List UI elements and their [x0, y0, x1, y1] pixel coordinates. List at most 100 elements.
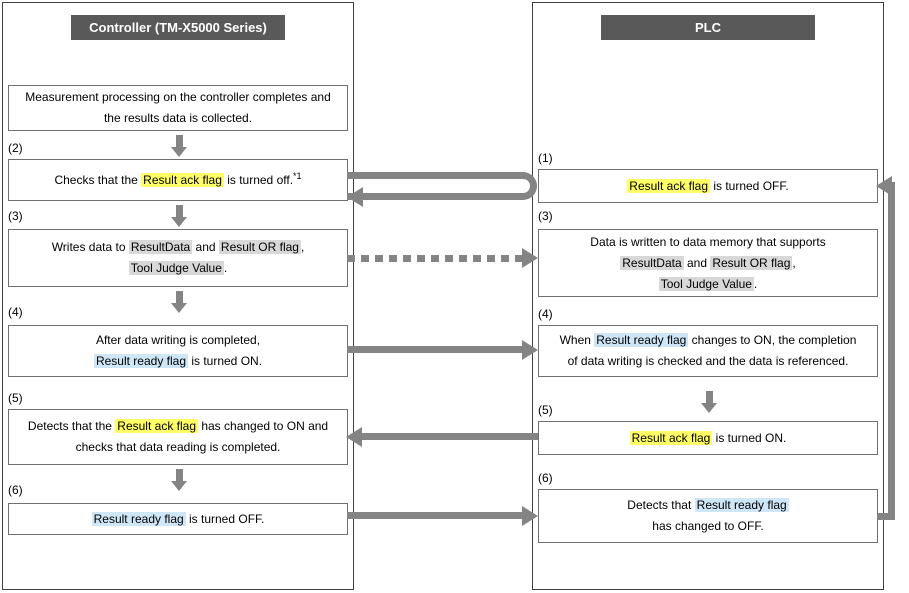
step-label-plc-6: (6) — [538, 471, 553, 485]
highlighted-term: ResultData — [620, 255, 684, 270]
ready-on-arrow-line — [347, 346, 523, 353]
text-segment: is turned OFF. — [185, 511, 265, 526]
text-segment: is turned off. — [223, 172, 294, 187]
down-arrow-head — [171, 217, 187, 227]
text-segment: . — [223, 261, 228, 275]
box-ready-off: Result ready flag is turned OFF. — [8, 503, 348, 535]
step-label-controller-5: (5) — [8, 391, 23, 405]
box-check-ack-off-text: Checks that the Result ack flag is turne… — [54, 170, 302, 191]
plc-panel: PLC (1) Result ack flag is turned OFF. (… — [532, 2, 884, 590]
down-arrow — [171, 205, 188, 227]
box-check-ack-off: Checks that the Result ack flag is turne… — [8, 159, 348, 201]
down-arrow-stem — [176, 469, 183, 481]
plc-loop-line-bottom — [877, 513, 895, 520]
box-measurement-text: Measurement processing on the controller… — [25, 87, 331, 129]
poll-loop-arrowhead — [347, 187, 363, 207]
text-segment: changes to ON, the completion — [688, 333, 857, 347]
step-label-controller-3: (3) — [8, 209, 23, 223]
text-segment: has changed to OFF. — [652, 519, 764, 533]
highlighted-term: Result ready flag — [93, 354, 188, 368]
ready-off-arrow-line — [347, 512, 523, 519]
box-measurement: Measurement processing on the controller… — [8, 85, 348, 131]
step-label-controller-6: (6) — [8, 483, 23, 497]
box-check-ready-on-text: When Result ready flag changes to ON, th… — [559, 330, 857, 372]
box-ack-off-text: Result ack flag is turned OFF. — [627, 176, 789, 197]
text-segment: , — [300, 240, 305, 254]
down-arrow-stem — [706, 391, 713, 403]
highlighted-term: Result ack flag — [629, 430, 713, 445]
text-segment: . — [753, 276, 758, 291]
box-ready-off-text: Result ready flag is turned OFF. — [91, 509, 265, 530]
box-detect-ready-off-text: Detects that Result ready flag has change… — [627, 495, 789, 537]
step-label-plc-4: (4) — [538, 307, 553, 321]
controller-panel: Controller (TM-X5000 Series) Measurement… — [2, 2, 354, 590]
text-segment: has changed to ON and — [198, 419, 329, 433]
plc-loop-arrowhead — [876, 176, 892, 196]
text-segment: of data writing is checked and the data … — [567, 354, 849, 368]
text-segment: Measurement processing on the controller… — [25, 90, 331, 104]
poll-loop-arrow — [347, 172, 537, 200]
data-write-arrowhead — [522, 248, 538, 268]
plc-header: PLC — [601, 15, 815, 40]
box-detect-ack-on: Detects that the Result ack flag has cha… — [8, 409, 348, 465]
highlighted-term: Result ready flag — [91, 511, 186, 526]
highlighted-term: ResultData — [128, 240, 193, 254]
step-label-plc-1: (1) — [538, 151, 553, 165]
highlighted-term: Result ready flag — [694, 498, 789, 512]
down-arrow-head — [171, 147, 187, 157]
highlighted-term: Tool Judge Value — [658, 276, 754, 291]
highlighted-term: Result ack flag — [627, 178, 710, 193]
step-label-plc-3: (3) — [538, 209, 553, 223]
box-check-ready-on: When Result ready flag changes to ON, th… — [538, 325, 878, 377]
text-segment: After data writing is completed, — [95, 333, 261, 347]
box-ack-on-text: Result ack flag is turned ON. — [629, 428, 787, 449]
text-segment: is turned OFF. — [710, 178, 789, 193]
down-arrow-stem — [176, 205, 183, 217]
step-label-plc-5: (5) — [538, 403, 553, 417]
ack-on-arrowhead — [346, 427, 362, 447]
box-ready-on: After data writing is completed, Result r… — [8, 325, 348, 377]
box-ack-on: Result ack flag is turned ON. — [538, 421, 878, 455]
box-detect-ready-off: Detects that Result ready flag has change… — [538, 489, 878, 543]
text-segment: Detects that — [627, 498, 695, 512]
text-segment: Checks that the — [54, 172, 142, 187]
text-segment: , — [792, 255, 796, 270]
step-label-controller-2: (2) — [8, 141, 23, 155]
text-segment: checks that data reading is completed. — [75, 440, 281, 454]
text-segment: is turned ON. — [712, 430, 787, 445]
controller-header: Controller (TM-X5000 Series) — [71, 15, 285, 40]
data-write-arrow-line — [347, 255, 523, 262]
box-ready-on-text: After data writing is completed, Result r… — [93, 330, 263, 372]
text-segment: and — [683, 255, 711, 270]
ready-off-arrowhead — [522, 506, 538, 526]
plc-loop-line-vertical — [888, 182, 895, 520]
footnote-marker: *1 — [293, 170, 302, 181]
text-segment: When — [559, 333, 595, 347]
down-arrow-head — [171, 303, 187, 313]
box-write-data-text: Writes data to ResultData and Result OR … — [51, 237, 305, 279]
text-segment: Detects that the — [27, 419, 116, 433]
box-detect-ack-on-text: Detects that the Result ack flag has cha… — [28, 416, 328, 458]
highlighted-term: Result OR flag — [218, 240, 301, 254]
highlighted-term: Result ready flag — [594, 333, 689, 347]
down-arrow — [171, 469, 188, 491]
ack-on-arrow-line — [361, 433, 538, 440]
text-segment: Data is written to data memory that supp… — [590, 234, 826, 249]
text-segment: Writes data to — [51, 240, 129, 254]
down-arrow-stem — [176, 291, 183, 303]
ready-on-arrowhead — [522, 340, 538, 360]
box-write-data: Writes data to ResultData and Result OR … — [8, 229, 348, 287]
down-arrow — [171, 291, 188, 313]
text-segment: and — [192, 240, 219, 254]
box-ack-off: Result ack flag is turned OFF. — [538, 169, 878, 203]
down-arrow — [171, 135, 188, 157]
highlighted-term: Tool Judge Value — [128, 261, 224, 275]
highlighted-term: Result ack flag — [141, 172, 224, 187]
text-segment: is turned ON. — [188, 354, 263, 368]
down-arrow-head — [171, 481, 187, 491]
highlighted-term: Result OR flag — [710, 255, 793, 270]
text-segment: the results data is collected. — [103, 111, 253, 125]
down-arrow — [701, 391, 718, 413]
down-arrow-stem — [176, 135, 183, 147]
